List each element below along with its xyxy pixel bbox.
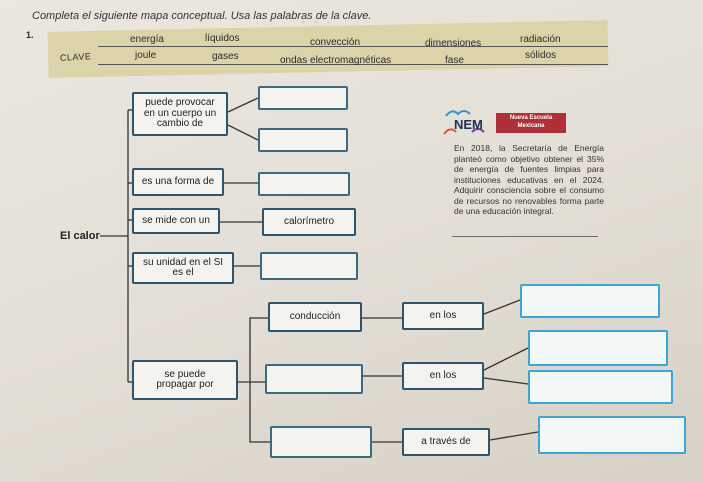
- key-word: dimensiones: [425, 38, 482, 49]
- answer-blank-6[interactable]: [270, 426, 372, 458]
- nueva-escuela-badge: Nueva Escuela Mexicana: [496, 113, 566, 133]
- en-los-box-1: en los: [402, 302, 484, 330]
- answer-blank-8[interactable]: [528, 330, 668, 366]
- concept-root: El calor: [60, 230, 100, 242]
- key-divider-top: [98, 46, 608, 47]
- answer-blank-2[interactable]: [258, 128, 348, 152]
- branch-forma-de: es una forma de: [132, 168, 224, 196]
- info-underline: [452, 236, 598, 237]
- exercise-number: 1.: [26, 30, 34, 40]
- energy-info-text: En 2018, la Secretaría de Energía plante…: [454, 143, 604, 216]
- key-word: ondas electromagnéticas: [280, 55, 392, 66]
- key-word: gases: [212, 51, 239, 62]
- answer-blank-4[interactable]: [260, 252, 358, 280]
- key-word: convección: [310, 37, 361, 48]
- nem-logo-icon: [443, 110, 485, 135]
- answer-blank-9[interactable]: [528, 370, 673, 404]
- answer-blank-5[interactable]: [265, 364, 363, 394]
- key-word: fase: [445, 55, 464, 66]
- answer-blank-7[interactable]: [520, 284, 660, 318]
- branch-unidad-si: su unidad en el SI es el: [132, 252, 234, 284]
- key-word: radiación: [520, 34, 561, 45]
- conduccion-box: conducción: [268, 302, 362, 332]
- branch-se-mide: se mide con un: [132, 208, 220, 234]
- answer-blank-1[interactable]: [258, 86, 348, 110]
- nem-wordmark: NEM: [454, 117, 483, 132]
- key-word: líquidos: [205, 33, 240, 44]
- branch-propagar: se puede propagar por: [132, 360, 238, 400]
- a-traves-de-box: a través de: [402, 428, 490, 456]
- calorimetro-box: calorímetro: [262, 208, 356, 236]
- key-word: sólidos: [525, 50, 557, 61]
- en-los-box-2: en los: [402, 362, 484, 390]
- branch-cambio-de: puede provocar en un cuerpo un cambio de: [132, 92, 228, 136]
- key-divider-bottom: [98, 64, 608, 65]
- answer-blank-3[interactable]: [258, 172, 350, 196]
- key-word: joule: [135, 50, 157, 61]
- exercise-instruction: Completa el siguiente mapa conceptual. U…: [32, 10, 372, 22]
- key-word: energía: [130, 34, 164, 45]
- answer-blank-10[interactable]: [538, 416, 686, 454]
